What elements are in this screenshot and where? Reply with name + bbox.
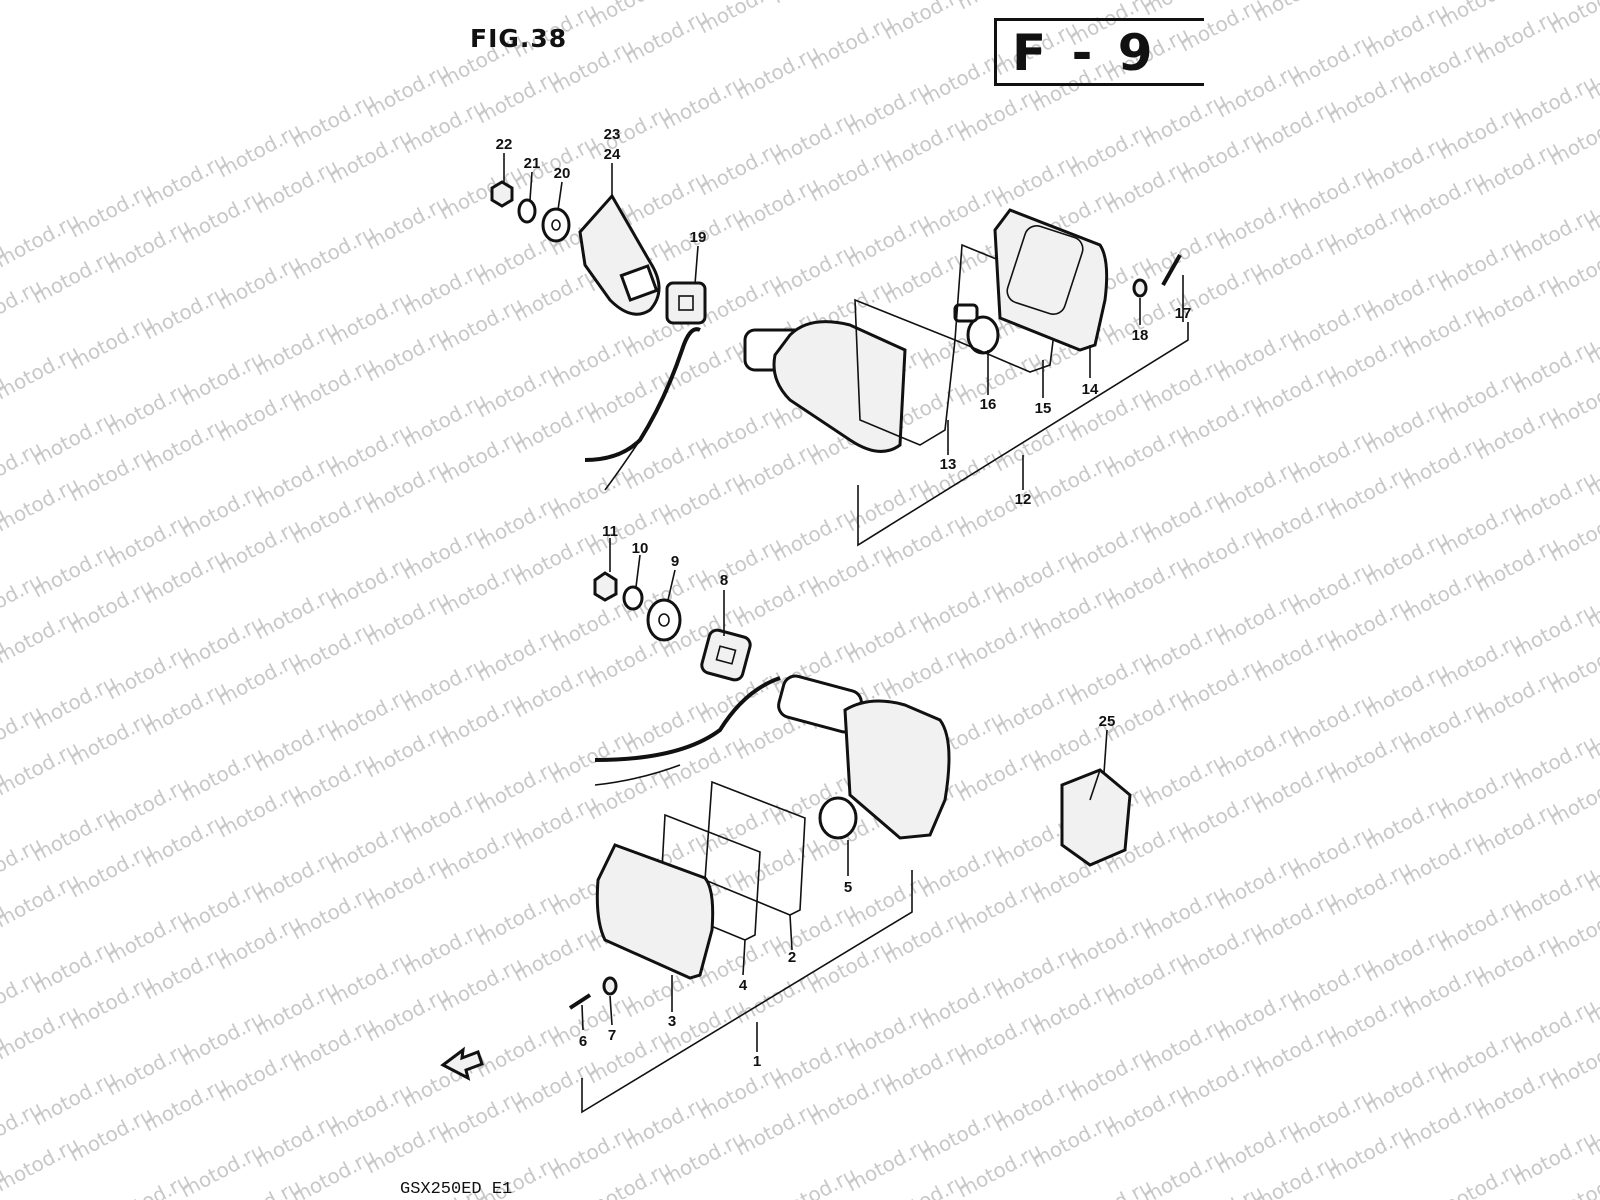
section-code: F - 9: [1012, 24, 1157, 82]
bulb-16-base: [953, 303, 979, 323]
lens-3: [595, 843, 715, 980]
turn-signal-relay: [1060, 768, 1132, 867]
callout-14: 14: [1082, 381, 1099, 398]
washer-9: [646, 598, 682, 642]
watermark-text: motod.ru: [879, 0, 971, 44]
bulb-5: [818, 796, 858, 840]
watermark-text: motod.ru: [176, 1138, 268, 1200]
washer-18: [1132, 278, 1148, 298]
callout-25: 25: [1099, 713, 1116, 730]
watermark-text: motod.ru: [1508, 862, 1600, 926]
callout-10: 10: [632, 540, 649, 557]
gasket-13: [854, 298, 956, 446]
screw-17: [1161, 254, 1182, 286]
watermark-text: motod.ru: [287, 1144, 379, 1200]
callout-11: 11: [602, 523, 618, 540]
watermark-text: motod.ru: [1249, 1150, 1341, 1200]
lens-14-window: [1006, 225, 1084, 315]
watermark-text: motod.ru: [1508, 994, 1600, 1058]
lower-wire: [594, 676, 781, 762]
lock-washer-21: [517, 198, 537, 224]
watermark-text: motod.ru: [768, 0, 860, 8]
watermark-text: motod.ru: [953, 1138, 1045, 1200]
upper-wire-lead-a: [604, 439, 641, 491]
watermark-text: motod.ru: [1508, 1126, 1600, 1190]
watermark-text: motod.ru: [694, 0, 786, 38]
watermark-text: motod.ru: [1508, 334, 1600, 398]
relay-25-edge: [1089, 769, 1101, 801]
watermark-text: motod.ru: [1138, 1144, 1230, 1200]
lower-housing: [843, 699, 951, 840]
watermark-text: motod.ru: [953, 0, 1045, 14]
callout-15: 15: [1035, 400, 1052, 417]
callout-1: 1: [753, 1053, 761, 1070]
gasket-2: [704, 780, 806, 916]
watermark-text: motod.ru: [1508, 202, 1600, 266]
grommet-19: [665, 281, 707, 325]
figure-title: FIG.38: [470, 24, 568, 53]
washer-20-hole: [551, 219, 561, 231]
washer-9-hole: [658, 613, 670, 627]
model-code: GSX250ED E1: [400, 1180, 513, 1199]
lens-14: [993, 208, 1109, 352]
callout-13: 13: [940, 456, 957, 473]
bracket-12: [857, 322, 1189, 547]
callout-23: 23: [604, 126, 621, 143]
watermark-text: motod.ru: [1508, 70, 1600, 134]
callout-5: 5: [844, 879, 852, 896]
callout-2: 2: [788, 949, 796, 966]
upper-housing: [772, 320, 907, 453]
lock-washer-10: [622, 585, 644, 611]
callout-19: 19: [690, 229, 707, 246]
bracket-23-24-socket: [619, 264, 659, 302]
callout-22: 22: [496, 136, 513, 153]
callout-8: 8: [720, 572, 728, 589]
upper-wire: [584, 327, 701, 462]
watermark-text: motod.ru: [1508, 730, 1600, 794]
bulb-16: [966, 315, 1000, 355]
watermark-text: motod.ru: [1508, 466, 1600, 530]
callout-6: 6: [579, 1033, 587, 1050]
lower-wire-lead-a: [594, 764, 681, 786]
washer-20: [541, 207, 571, 243]
grommet-8-hole: [715, 645, 737, 665]
callout-7: 7: [608, 1027, 616, 1044]
nut-11: [593, 571, 618, 602]
leader-lines: [503, 153, 1189, 1114]
nut-22: [490, 180, 514, 208]
callout-17: 17: [1175, 305, 1192, 322]
front-direction-arrow: [440, 1046, 484, 1081]
callout-12: 12: [1015, 491, 1032, 508]
callout-3: 3: [668, 1013, 676, 1030]
watermark-text: motod.ru: [1249, 0, 1341, 26]
callout-9: 9: [671, 553, 679, 570]
callout-20: 20: [554, 165, 571, 182]
washer-7: [602, 976, 618, 996]
callout-16: 16: [980, 396, 997, 413]
upper-turn-signal-assembly: [490, 180, 1182, 491]
watermark-text: motod.ru: [0, 1162, 9, 1200]
watermark-text: motod.ru: [1508, 598, 1600, 662]
screw-6: [568, 993, 592, 1010]
grommet-8: [700, 628, 752, 682]
grommet-19-hole: [678, 295, 694, 311]
lower-turn-signal-assembly: [440, 571, 951, 1081]
watermark-text: motod.ru: [1545, 0, 1600, 38]
section-code-box: [994, 18, 1204, 86]
bracket-1: [581, 870, 913, 1114]
callout-18: 18: [1132, 327, 1149, 344]
callout-21: 21: [524, 155, 541, 172]
callout-4: 4: [739, 977, 748, 994]
callout-24: 24: [604, 146, 621, 163]
